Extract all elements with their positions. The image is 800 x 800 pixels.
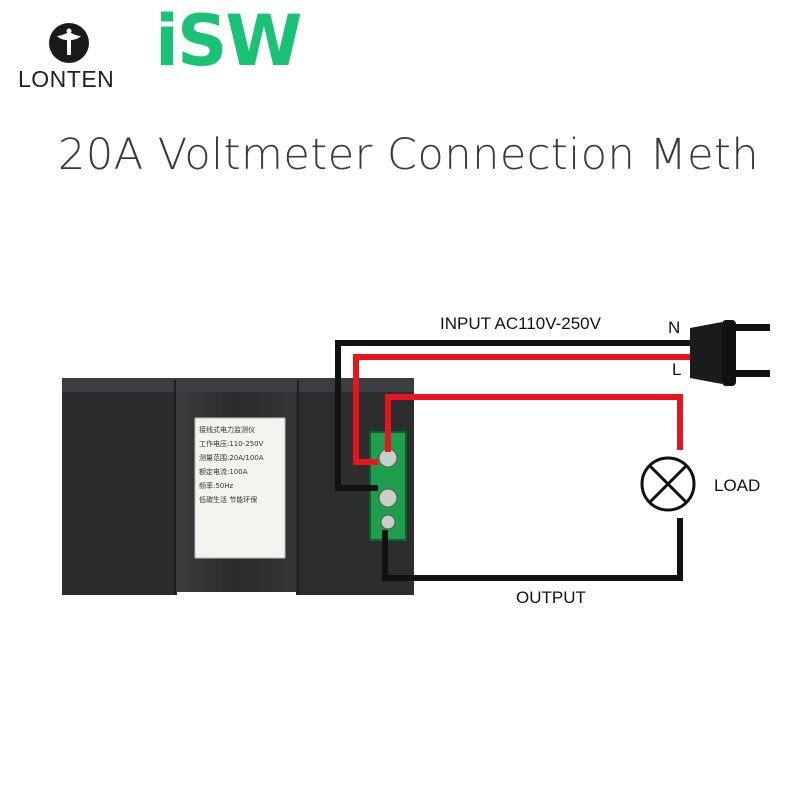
device-label-line: 额定电流:100A — [199, 468, 248, 476]
load-lamp-icon — [640, 456, 696, 512]
device-label-line: 测量范围:20A/100A — [199, 454, 264, 462]
output-label: OUTPUT — [516, 588, 586, 607]
neutral-wire — [335, 340, 690, 581]
neutral-label: N — [668, 318, 681, 337]
device-label-line: 频率:50Hz — [199, 482, 234, 490]
load-label: LOAD — [714, 476, 761, 495]
device-label — [194, 417, 286, 559]
device-label-text: 接线式电力监测仪 工作电压:110-250V 测量范围:20A/100A 额定电… — [199, 423, 281, 553]
device-label-line: 工作电压:110-250V — [199, 440, 264, 448]
ac-plug-icon — [690, 320, 770, 386]
lonten-logo-icon — [49, 23, 89, 63]
brand-name: LONTEN — [18, 66, 115, 92]
live-label: L — [672, 360, 682, 379]
device-label-line: 低碳生活 节能环保 — [199, 496, 258, 504]
device-label-line: 接线式电力监测仪 — [199, 426, 255, 434]
isw-logo: iSW — [155, 0, 303, 82]
input-label: INPUT AC110V-250V — [440, 314, 601, 333]
diagram-title: 20A Voltmeter Connection Method — [58, 130, 758, 174]
title-container: 20A Voltmeter Connection Method — [58, 130, 758, 174]
live-wire — [353, 354, 690, 465]
